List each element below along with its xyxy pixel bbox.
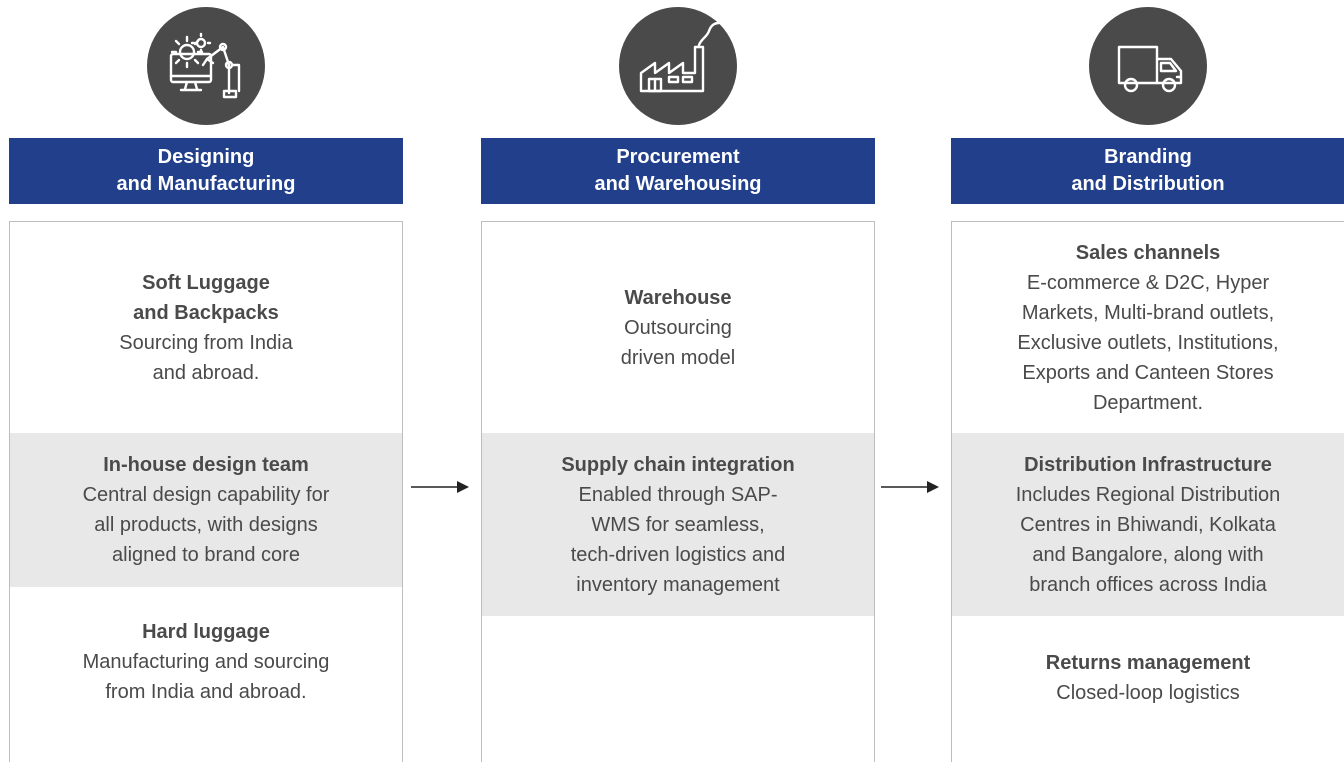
section-description: Outsourcing driven model [620, 316, 736, 369]
header-line-2: and Warehousing [594, 173, 762, 195]
stage-header: Branding and Distribution [951, 138, 1344, 204]
detail-section: Sales channels E-commerce & D2C, Hyper M… [952, 222, 1344, 433]
stage-details-box: Warehouse Outsourcing driven model Suppl… [481, 221, 875, 762]
section-title: Warehouse [624, 286, 732, 309]
stage-designing-manufacturing: Designing and Manufacturing Soft Luggage… [9, 0, 403, 762]
section-description: Includes Regional Distribution Centres i… [1015, 483, 1281, 596]
section-title: Sales channels [1075, 241, 1221, 264]
detail-section: Hard luggage Manufacturing and sourcing … [10, 587, 402, 737]
section-title: Hard luggage [142, 621, 270, 643]
section-description: Closed-loop logistics [1056, 682, 1240, 704]
header-line-2: and Manufacturing [116, 173, 296, 195]
section-title: In-house design team [103, 454, 309, 476]
header-line-2: and Distribution [1071, 173, 1225, 195]
detail-section: Warehouse Outsourcing driven model [482, 222, 874, 433]
stage-procurement-warehousing: Procurement and Warehousing Warehouse Ou… [481, 0, 875, 762]
stage-header: Procurement and Warehousing [481, 138, 875, 204]
detail-section: Soft Luggage and Backpacks Sourcing from… [10, 222, 402, 433]
header-line-1: Branding [1104, 146, 1192, 168]
stage-details-box: Soft Luggage and Backpacks Sourcing from… [9, 221, 403, 762]
section-description: Manufacturing and sourcing from India an… [82, 651, 330, 703]
section-description: Central design capability for all produc… [82, 484, 330, 566]
stage-header: Designing and Manufacturing [9, 138, 403, 204]
detail-section: In-house design team Central design capa… [10, 433, 402, 587]
robotic-arm-computer-icon [147, 7, 265, 125]
section-description: Sourcing from India and abroad. [119, 331, 293, 384]
detail-section: Supply chain integration Enabled through… [482, 433, 874, 616]
stage-details-box: Sales channels E-commerce & D2C, Hyper M… [951, 221, 1344, 762]
delivery-truck-icon [1089, 7, 1207, 125]
section-title: Returns management [1045, 652, 1251, 674]
section-title: Distribution Infrastructure [1024, 453, 1272, 476]
section-description: Enabled through SAP- WMS for seamless, t… [570, 483, 786, 596]
detail-section: Distribution Infrastructure Includes Reg… [952, 433, 1344, 616]
factory-warehouse-icon [619, 7, 737, 125]
header-line-1: Procurement [616, 146, 740, 168]
header-line-1: Designing [157, 146, 255, 168]
section-description: E-commerce & D2C, Hyper Markets, Multi-b… [1017, 271, 1279, 414]
section-title: Supply chain integration [561, 453, 795, 476]
section-title: Soft Luggage and Backpacks [133, 271, 279, 324]
stage-branding-distribution: Branding and Distribution Sales channels… [951, 0, 1344, 762]
detail-section: Returns management Closed-loop logistics [952, 616, 1344, 740]
flow-arrow-right-icon [411, 481, 469, 493]
flow-arrow-right-icon [881, 481, 939, 493]
